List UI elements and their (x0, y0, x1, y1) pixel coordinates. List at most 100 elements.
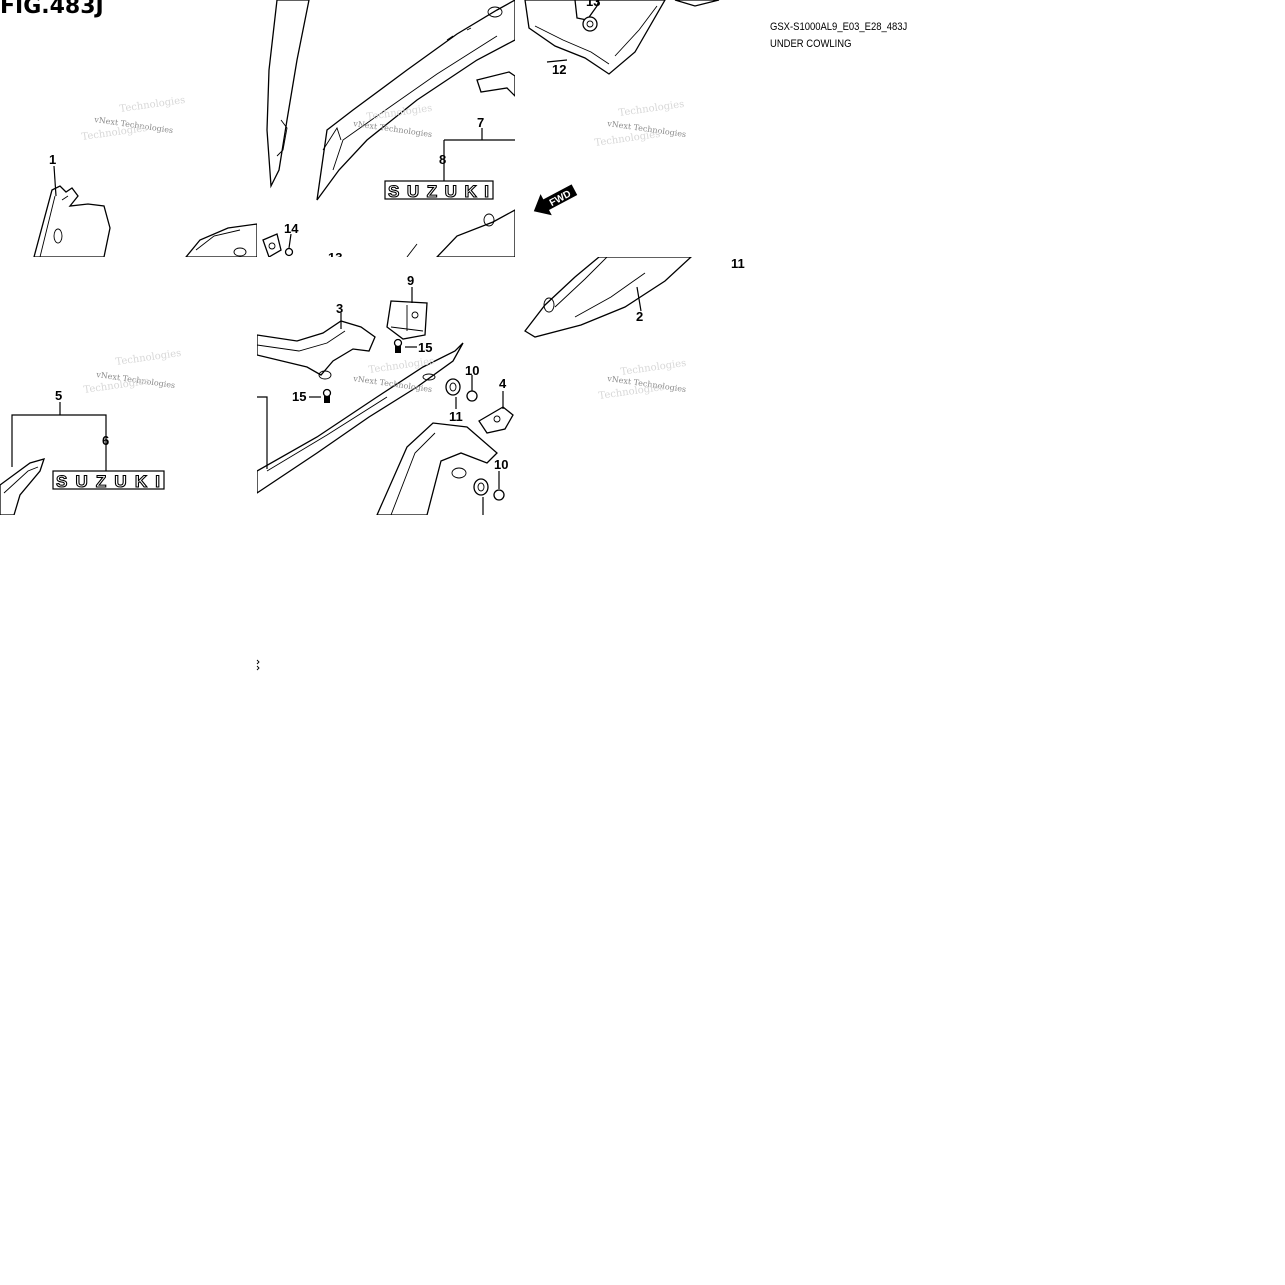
under-cowling-2 (524, 257, 692, 338)
bolt-10-upper (466, 390, 478, 402)
strip-crease (266, 396, 388, 472)
forward-arrow-shape (533, 184, 578, 216)
screw-14 (284, 247, 294, 257)
watermark-ghost-text: Technologies (115, 348, 182, 368)
leader-line-1 (53, 165, 57, 197)
watermark-ghost-text: Technologies (594, 129, 661, 149)
tile-middle-right-drawing: 2 11 Technologies vNext Technologies Tec… (524, 257, 745, 402)
bracket-9-hole (411, 311, 419, 319)
lower-panel-crease (390, 432, 436, 515)
model-code: GSX-S1000AL9_E03_E28_483J (770, 21, 908, 33)
under-cowling-main (316, 0, 515, 201)
tile-middle-left-drawing: Technologies vNext Technologies Technolo… (0, 348, 182, 515)
callout-12: 12 (552, 62, 566, 77)
grommet-11-upper-center (449, 382, 457, 392)
strip-hole (422, 373, 436, 381)
bracket-3-crease (257, 330, 346, 352)
bracket-4 (478, 406, 514, 434)
tile-top-left-drawing: Technologies vNext Technologies Technolo… (33, 95, 257, 257)
under-cowling-panel-1 (33, 185, 111, 257)
grommet-13-center (586, 20, 594, 28)
callout-15-upper: 15 (418, 340, 432, 355)
cowling-edge-fragment (185, 223, 257, 257)
fragment-edge (195, 229, 241, 251)
callout-5: 5 (55, 388, 62, 403)
watermark-ghost-text: Technologies (119, 95, 186, 115)
callout-4: 4 (499, 376, 507, 391)
under-cowling-12 (524, 0, 666, 75)
grommet-13 (582, 16, 598, 32)
bracket-14-hole (268, 242, 276, 250)
callout-10-lower: 10 (494, 457, 508, 472)
callout-1: 1 (49, 152, 56, 167)
diagram-tile-middle-left: Technologies vNext Technologies Technolo… (0, 257, 257, 515)
bolt-10-lower (493, 489, 505, 501)
forward-arrow-label: FWD (548, 189, 573, 209)
suzuki-emblem-frame (384, 180, 494, 200)
screw-15-upper-thread (395, 346, 401, 353)
under-cowling-left-edge (266, 0, 310, 189)
diagram-tile-middle-right: 2 11 Technologies vNext Technologies Tec… (515, 257, 772, 515)
callout-3: 3 (336, 301, 343, 316)
tile-middle-center-drawing: 3 9 15 15 Technologies (257, 273, 514, 515)
leader-line-14 (288, 233, 292, 249)
callout-10-upper: 10 (465, 363, 479, 378)
cowling-12-crease (534, 5, 658, 65)
leader-line-5-bracket (11, 414, 107, 471)
cowling-lower-edge (406, 243, 418, 257)
callout-11-upper: 11 (449, 409, 463, 424)
bracket-3 (257, 320, 376, 376)
callout-13-bottom: 13 (328, 250, 342, 257)
cowling-marks (446, 27, 472, 41)
callout-15-lower: 15 (292, 389, 306, 404)
leader-line-12 (546, 59, 568, 63)
callout-14: 14 (284, 221, 299, 236)
callout-2: 2 (636, 309, 643, 324)
cowling-lower-fragment (436, 209, 515, 257)
panel-1-edge (39, 195, 69, 257)
screw-15-lower-thread (324, 396, 330, 403)
leader-line-left-bracket (257, 396, 268, 469)
screw-15-upper (393, 338, 403, 348)
suzuki-emblem-frame (52, 470, 165, 490)
stray-mark (256, 659, 260, 671)
cowling-slot-piece (476, 71, 515, 97)
diagram-tile-middle-center: 3 9 15 15 Technologies (257, 257, 515, 515)
bracket-14 (262, 233, 282, 257)
grommet-11-upper (445, 378, 461, 396)
cowling-main-tab (322, 126, 342, 151)
cowling-lower-hole (483, 213, 495, 227)
cowling-bracket (276, 119, 288, 157)
cowling-hole-top (487, 6, 503, 18)
cowling-main-crease (332, 35, 498, 171)
cowling-12-mount (574, 0, 600, 21)
forward-arrow: FWD (533, 184, 578, 216)
panel-5-crease (3, 466, 39, 494)
diagram-tile-top-left: Technologies vNext Technologies Technolo… (0, 0, 257, 257)
callout-13-top: 13 (586, 0, 600, 9)
fragment-hole (233, 247, 247, 257)
callout-11-right: 11 (731, 257, 745, 271)
grommet-11-lower-center (477, 482, 485, 492)
under-cowling-strip (257, 342, 464, 494)
under-cowling-lower-panel (376, 422, 498, 515)
diagram-tile-top-right: 13 12 Technologies vNext Technologies Te… (515, 0, 772, 257)
bracket-3-hole (318, 370, 332, 380)
leader-line-2 (636, 286, 642, 312)
cowling-2-hole (543, 297, 555, 313)
tile-top-right-drawing: 13 12 Technologies vNext Technologies Te… (524, 0, 720, 216)
figure-title: FIG.483J (0, 0, 104, 19)
callout-9: 9 (407, 273, 414, 288)
watermark-ghost-text: Technologies (618, 99, 685, 119)
callout-8: 8 (439, 152, 446, 167)
panel-1-hole (53, 228, 63, 244)
diagram-tile-top-center: Technologies vNext Technologies 7 8 SUZU… (257, 0, 515, 257)
screw-15-lower (322, 388, 332, 398)
bracket-9-edges (390, 305, 424, 332)
lower-panel-hole (451, 467, 467, 479)
watermark-ghost-text: Technologies (620, 358, 687, 378)
tile-top-center-drawing: Technologies vNext Technologies 7 8 SUZU… (262, 0, 515, 257)
section-name: UNDER COWLING (770, 38, 852, 50)
bracket-4-hole (493, 415, 501, 423)
